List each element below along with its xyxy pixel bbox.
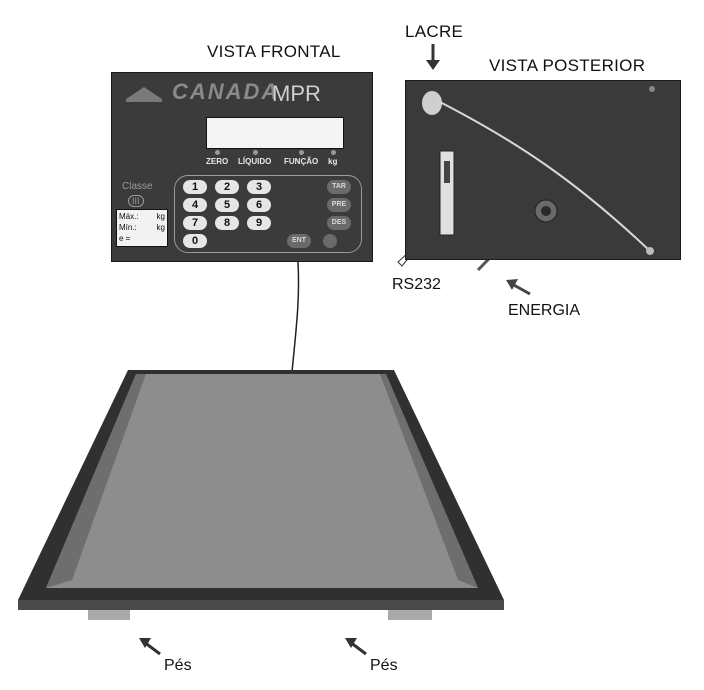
foot-right [388, 610, 432, 620]
platform-right-bevel [380, 374, 478, 588]
key-9[interactable]: 9 [247, 216, 271, 230]
energia-arrow [511, 282, 531, 296]
screw-icon [646, 247, 654, 255]
key-power[interactable] [323, 234, 337, 248]
max-unit: kg [156, 212, 165, 221]
lacre-arrow-head [426, 60, 440, 70]
lacre-label: LACRE [405, 22, 464, 41]
seal-icon [422, 91, 442, 115]
key-3[interactable]: 3 [247, 180, 271, 194]
energia-label: ENERGIA [508, 302, 581, 319]
class-label: Classe [122, 181, 153, 192]
foot-left [88, 610, 130, 620]
min-label: Mín.: [119, 223, 137, 232]
indicator-zero: ZERO [206, 150, 228, 166]
weighing-platform [18, 370, 504, 620]
indicator-cable [291, 261, 300, 373]
indicator-funcao: FUNÇÃO [284, 150, 318, 166]
key-4[interactable]: 4 [183, 198, 207, 212]
rs232-connector [439, 150, 455, 236]
front-view-title: VISTA FRONTAL [207, 42, 341, 61]
feet-arrow-right-head [345, 638, 357, 648]
energia-arrow-head [506, 279, 518, 290]
class-number: III [128, 195, 144, 207]
key-6[interactable]: 6 [247, 198, 271, 212]
key-7[interactable]: 7 [183, 216, 207, 230]
max-label: Máx.: [119, 212, 139, 221]
feet-label-left: Pés [164, 657, 192, 674]
key-0[interactable]: 0 [183, 234, 207, 248]
key-tare[interactable]: TAR [327, 180, 351, 194]
key-8[interactable]: 8 [215, 216, 239, 230]
brand-name: CANADA [172, 79, 280, 104]
e-label: e = [119, 234, 131, 243]
indicator-kg: kg [328, 150, 337, 166]
spec-plate: Máx.: kg Mín.: kg e = [116, 209, 168, 247]
model-name: MPR [272, 81, 321, 106]
screw-icon-top [649, 86, 655, 92]
key-des[interactable]: DES [327, 216, 351, 230]
keypad: 1 2 3 TAR 4 5 6 PRE 7 8 9 DES 0 ENT [174, 175, 362, 253]
rs232-pins [444, 161, 450, 183]
key-preset[interactable]: PRE [327, 198, 351, 212]
brand-logo-icon [126, 87, 162, 102]
feet-arrow-left-head [139, 638, 151, 648]
indicator-liquido: LÍQUIDO [238, 150, 271, 166]
rear-view-title: VISTA POSTERIOR [489, 56, 646, 75]
key-5[interactable]: 5 [215, 198, 239, 212]
rear-panel-drawing [422, 86, 655, 255]
rear-panel [405, 80, 681, 260]
key-enter[interactable]: ENT [287, 234, 311, 248]
platform-left-bevel [46, 374, 146, 588]
platform-base [18, 600, 504, 610]
min-unit: kg [156, 223, 165, 232]
feet-label-right: Pés [370, 657, 398, 674]
weight-display [206, 117, 344, 149]
key-1[interactable]: 1 [183, 180, 207, 194]
seal-wire [437, 100, 651, 252]
front-panel: CANADA MPR ZERO LÍQUIDO FUNÇÃO kg Classe… [111, 72, 373, 262]
rs232-label: RS232 [392, 276, 441, 293]
key-2[interactable]: 2 [215, 180, 239, 194]
platform-surface [46, 374, 478, 588]
